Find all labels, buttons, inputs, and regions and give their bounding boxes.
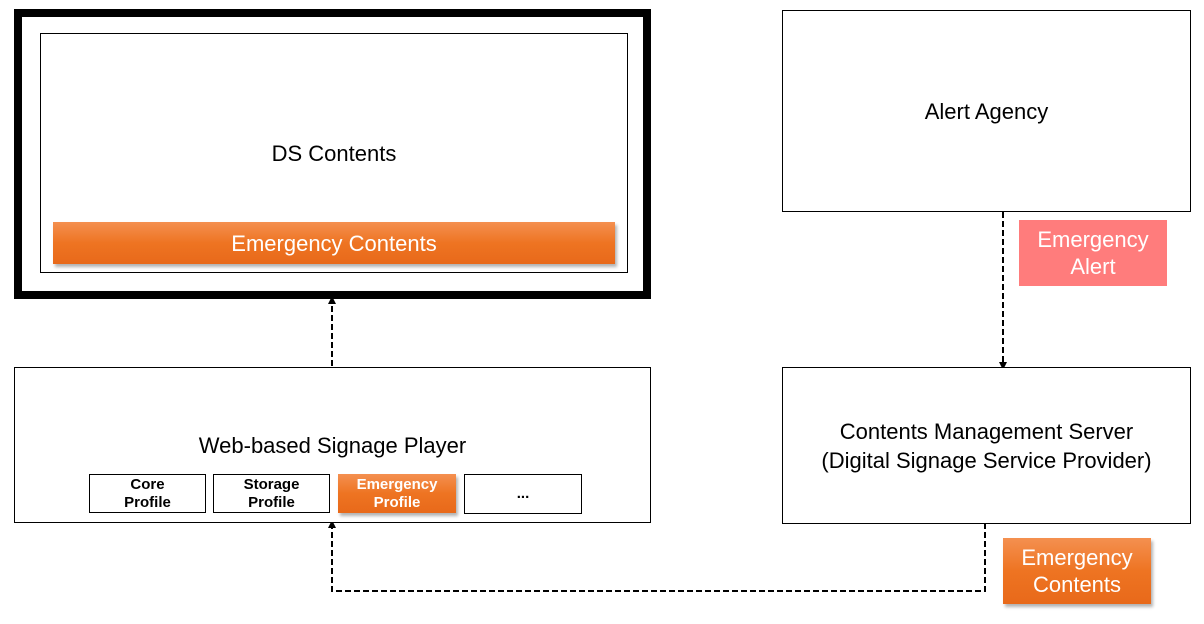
alert-agency-label: Alert Agency — [924, 98, 1049, 124]
ds-contents-label: DS Contents — [271, 141, 397, 166]
player-title: Web-based Signage Player — [198, 433, 467, 458]
profile-line1: Storage — [243, 475, 300, 493]
emergency-alert-tag: Emergency Alert — [1019, 220, 1167, 286]
cms-line1: Contents Management Server — [839, 418, 1134, 444]
tag-line1: Emergency — [1037, 227, 1149, 252]
profile-line2: Profile — [248, 493, 295, 511]
alert-agency: Alert Agency — [782, 10, 1191, 212]
profile-line1: Emergency — [356, 475, 438, 493]
profile-line1: Core — [130, 475, 165, 493]
profile-line2: Profile — [124, 493, 171, 511]
core-profile: Core Profile — [89, 474, 206, 513]
tag-line1: Emergency — [1021, 545, 1133, 570]
arrow-cms-to-player — [328, 520, 986, 592]
storage-profile: Storage Profile — [213, 474, 330, 513]
emergency-contents-tag: Emergency Contents — [1003, 538, 1151, 604]
more-profiles: ... — [464, 474, 582, 514]
contents-management-server: Contents Management Server (Digital Sign… — [782, 367, 1191, 524]
cms-line2: (Digital Signage Service Provider) — [821, 447, 1152, 473]
profile-ellipsis: ... — [516, 485, 530, 502]
profile-line2: Profile — [373, 493, 421, 511]
tag-line2: Contents — [1032, 572, 1122, 597]
tag-line2: Alert — [1070, 254, 1116, 279]
emergency-profile: Emergency Profile — [338, 474, 456, 513]
emergency-contents-bar: Emergency Contents — [53, 222, 615, 264]
